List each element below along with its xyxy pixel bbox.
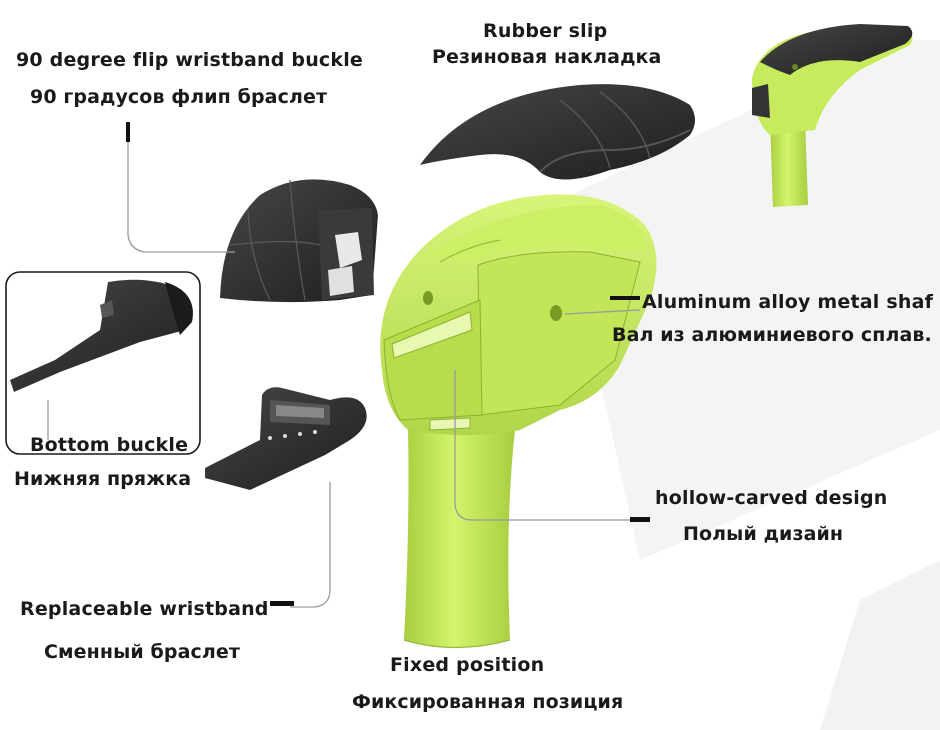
bottom-buckle-label-ru: Нижняя пряжка — [14, 468, 192, 490]
shaft-label-ru: Вал из алюминиевого сплав. — [612, 324, 932, 346]
bottom-buckle-part — [5, 271, 201, 455]
flip-buckle-part — [220, 179, 378, 303]
main-knob-part — [380, 194, 657, 649]
wristband-label-en: Replaceable wristband — [20, 598, 269, 620]
fixed-label-ru: Фиксированная позиция — [352, 691, 624, 713]
rubber-slip-part — [420, 84, 695, 180]
shaft-label-en: Aluminum alloy metal shaf — [642, 291, 934, 313]
leader-lines — [47, 140, 641, 608]
hollow-label-en: hollow-carved design — [655, 487, 888, 509]
wristband-part — [205, 387, 367, 490]
fixed-label-en: Fixed position — [390, 654, 545, 676]
hollow-label-ru: Полый дизайн — [683, 523, 844, 545]
wristband-label-ru: Сменный браслет — [44, 641, 240, 663]
bottom-buckle-label-en: Bottom buckle — [30, 434, 189, 456]
flip-buckle-label-en: 90 degree flip wristband buckle — [16, 49, 364, 71]
flip-buckle-label-ru: 90 градусов флип браслет — [30, 86, 328, 108]
assembled-knob-preview — [752, 24, 913, 207]
rubber-slip-label-en: Rubber slip — [483, 20, 608, 42]
label-ticks — [126, 122, 650, 606]
rubber-slip-label-ru: Резиновая накладка — [432, 46, 662, 68]
